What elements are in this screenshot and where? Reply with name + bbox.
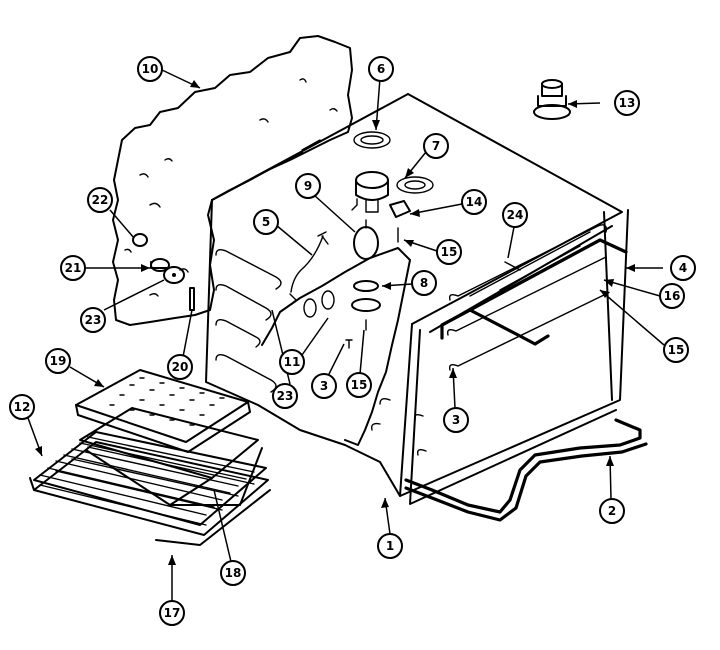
svg-text:14: 14	[466, 195, 483, 209]
svg-text:10: 10	[142, 62, 159, 76]
callout-7: 7	[423, 133, 449, 159]
callout-11: 11	[279, 349, 305, 375]
svg-text:7: 7	[432, 139, 440, 153]
callout-4: 4	[670, 255, 696, 281]
callout-15-bottom: 15	[346, 372, 372, 398]
callout-5: 5	[253, 209, 279, 235]
svg-text:16: 16	[664, 289, 681, 303]
svg-text:8: 8	[420, 276, 428, 290]
svg-text:12: 12	[14, 400, 31, 414]
callout-6: 6	[368, 56, 394, 82]
callout-20: 20	[167, 354, 193, 380]
svg-text:13: 13	[619, 96, 636, 110]
svg-text:2: 2	[608, 504, 616, 518]
svg-text:15: 15	[351, 378, 368, 392]
callout-10: 10	[137, 56, 163, 82]
callout-23-left: 23	[80, 307, 106, 333]
svg-text:24: 24	[507, 208, 524, 222]
callout-8: 8	[411, 270, 437, 296]
svg-text:11: 11	[284, 355, 301, 369]
svg-text:4: 4	[679, 261, 687, 275]
callout-12: 12	[9, 394, 35, 420]
callout-22: 22	[87, 187, 113, 213]
callout-21: 21	[60, 255, 86, 281]
svg-text:9: 9	[304, 179, 312, 193]
callout-1: 1	[377, 533, 403, 559]
callout-15-right: 15	[663, 337, 689, 363]
svg-text:20: 20	[172, 360, 189, 374]
bake-element	[404, 418, 648, 522]
svg-text:23: 23	[85, 313, 102, 327]
callout-3-right: 3	[443, 407, 469, 433]
svg-text:3: 3	[320, 379, 328, 393]
svg-text:15: 15	[441, 245, 458, 259]
broil-element	[440, 231, 628, 346]
svg-text:15: 15	[668, 343, 685, 357]
callout-13: 13	[614, 90, 640, 116]
igniter-part	[533, 79, 571, 120]
oven-cavity	[205, 93, 629, 505]
light-assembly	[289, 171, 411, 349]
broiler-insert	[75, 369, 251, 453]
svg-text:18: 18	[225, 566, 242, 580]
svg-text:19: 19	[50, 354, 67, 368]
leader-arrowheads	[35, 80, 635, 565]
svg-text:22: 22	[92, 193, 109, 207]
svg-text:1: 1	[386, 539, 394, 553]
svg-text:6: 6	[377, 62, 385, 76]
svg-text:5: 5	[262, 215, 270, 229]
svg-text:3: 3	[452, 413, 460, 427]
svg-text:17: 17	[164, 606, 181, 620]
svg-text:23: 23	[277, 389, 294, 403]
leader-lines	[27, 69, 665, 602]
callout-24: 24	[502, 202, 528, 228]
callout-18: 18	[220, 560, 246, 586]
svg-text:21: 21	[65, 261, 82, 275]
callout-19: 19	[45, 348, 71, 374]
callout-17: 17	[159, 600, 185, 626]
callout-3-left: 3	[311, 373, 337, 399]
callout-2: 2	[599, 498, 625, 524]
hinge-parts	[132, 233, 195, 311]
callout-14: 14	[461, 189, 487, 215]
callout-23-center: 23	[272, 383, 298, 409]
callout-16: 16	[659, 283, 685, 309]
oven-rack	[29, 431, 271, 546]
callout-15-top: 15	[436, 239, 462, 265]
callout-9: 9	[295, 173, 321, 199]
